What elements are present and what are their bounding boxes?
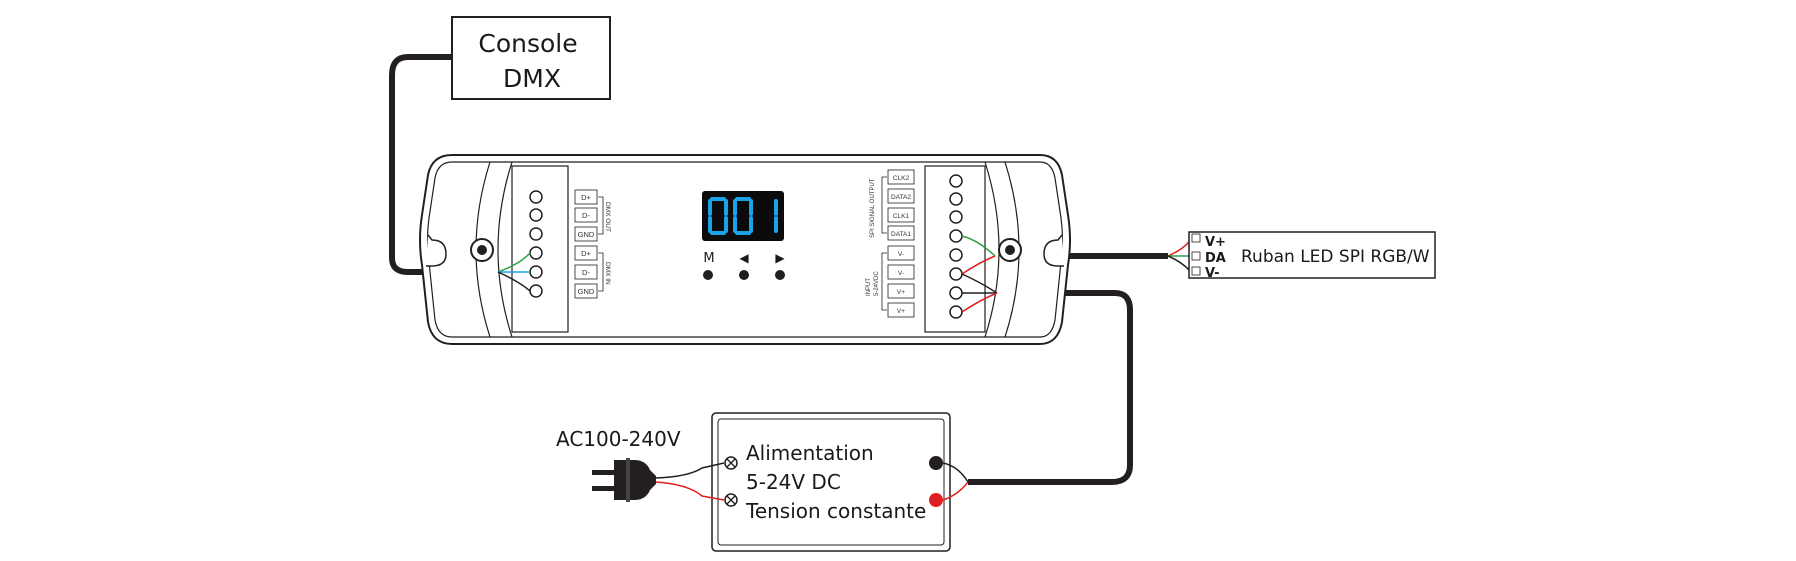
led-pin-vminus: V- <box>1205 266 1220 281</box>
dmx-screw <box>529 246 543 260</box>
spi-term-label: CLK2 <box>893 175 910 182</box>
dmx-screw <box>529 208 543 222</box>
console-line2: DMX <box>503 64 561 93</box>
spi-screw <box>949 192 963 206</box>
dmx-out-label: DMX OUT <box>604 202 611 232</box>
mains-plug-icon <box>592 458 656 502</box>
dmx-screw <box>529 265 543 279</box>
spi-screw <box>949 210 963 224</box>
spi-output-label: SPI SIGNAL OUTPUT <box>870 178 876 238</box>
dmx-term-label: GND <box>578 230 595 239</box>
spi-term-label: CLK1 <box>893 213 910 220</box>
dc-negative-output <box>929 456 943 470</box>
led-pin-da: DA <box>1205 251 1226 266</box>
spi-term-label: DATA2 <box>891 194 911 201</box>
dmx-term-label: D- <box>582 211 590 220</box>
input-term-label: V+ <box>897 289 905 296</box>
next-label: ▶ <box>775 251 785 265</box>
psu-line3: Tension constante <box>745 499 926 523</box>
spi-screw <box>949 248 963 262</box>
console-line1: Console <box>478 29 577 58</box>
led-pin-vplus: V+ <box>1205 235 1226 250</box>
dmx-terminal-block: D+ D- GND D+ D- GND DMX OUT DMX IN <box>529 189 611 299</box>
ac-input-screw-icon <box>724 456 738 470</box>
led-display <box>702 191 784 241</box>
display-digit <box>733 197 753 235</box>
input-term-label: V- <box>898 251 904 258</box>
power-cable <box>968 290 1133 485</box>
input-term-label: V+ <box>897 308 905 315</box>
input-screw <box>949 286 963 300</box>
dmx-term-label: D+ <box>581 249 591 258</box>
led-strip: V+ DA V- Ruban LED SPI RGB/W <box>1188 231 1436 281</box>
psu-line1: Alimentation <box>746 441 874 465</box>
dmx-screw <box>529 190 543 204</box>
mains-label: AC100-240V <box>556 427 681 451</box>
dmx-cable <box>389 54 498 275</box>
next-button[interactable] <box>775 270 785 280</box>
prev-button[interactable] <box>739 270 749 280</box>
mode-label: M <box>703 251 714 266</box>
spi-screw <box>949 174 963 188</box>
prev-label: ◀ <box>739 251 749 265</box>
dc-positive-output <box>929 493 943 507</box>
input-term-label: V- <box>898 270 904 277</box>
control-buttons: M ◀ ▶ <box>703 251 785 280</box>
mode-button[interactable] <box>703 270 713 280</box>
input-screw <box>949 267 963 281</box>
ac-input-screw-icon <box>724 493 738 507</box>
dmx-spi-controller <box>419 154 1071 345</box>
psu-line2: 5-24V DC <box>746 470 841 494</box>
spi-term-label: DATA1 <box>891 231 911 238</box>
display-digit <box>708 197 728 235</box>
console-dmx-box: Console DMX <box>451 16 611 100</box>
input-label-2: 5-24VDC <box>874 271 880 296</box>
led-strip-label: Ruban LED SPI RGB/W <box>1241 247 1430 267</box>
dmx-screw <box>529 284 543 298</box>
dmx-screw <box>529 227 543 241</box>
display-digits <box>708 197 778 235</box>
power-supply: Alimentation 5-24V DC Tension constante <box>711 412 951 552</box>
dmx-term-label: D+ <box>581 193 591 202</box>
spi-screw <box>949 229 963 243</box>
dmx-term-label: GND <box>578 287 595 296</box>
input-screw <box>949 305 963 319</box>
dmx-in-label: DMX IN <box>604 262 611 285</box>
dmx-term-label: D- <box>582 268 590 277</box>
input-label-1: INPUT <box>866 278 872 296</box>
